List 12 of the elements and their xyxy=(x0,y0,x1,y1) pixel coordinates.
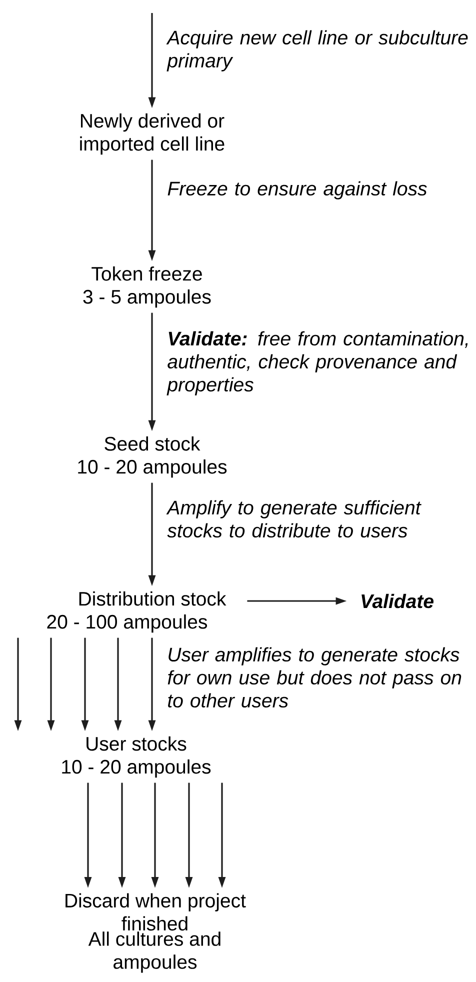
stage-text: Token freeze 3 - 5 ampoules xyxy=(83,266,211,308)
stage-text: Distribution stock 20 - 100 ampoules xyxy=(47,591,226,633)
stage-text: Seed stock 10 - 20 ampoules xyxy=(78,436,227,478)
stage-text: Newly derived or imported cell line xyxy=(80,113,224,155)
validate-text: Validate xyxy=(362,594,434,608)
stage-text: Discard when project finished All cultures and ampoules xyxy=(66,893,246,973)
edge-label: User amplifies to generate stocks for own use but does not pass on to other users xyxy=(168,647,462,708)
edge-label: Amplify to generate sufficient stocks to distribute to users xyxy=(166,500,422,538)
edge-label: Acquire new cell line or subculture primary xyxy=(166,30,468,72)
edge-label: Freeze to ensure against loss xyxy=(168,181,427,200)
stage-text: User stocks 10 - 20 ampoules xyxy=(62,736,211,778)
edge-label: Validate: free from contamination, authentic, check provenance and properties xyxy=(166,331,468,396)
